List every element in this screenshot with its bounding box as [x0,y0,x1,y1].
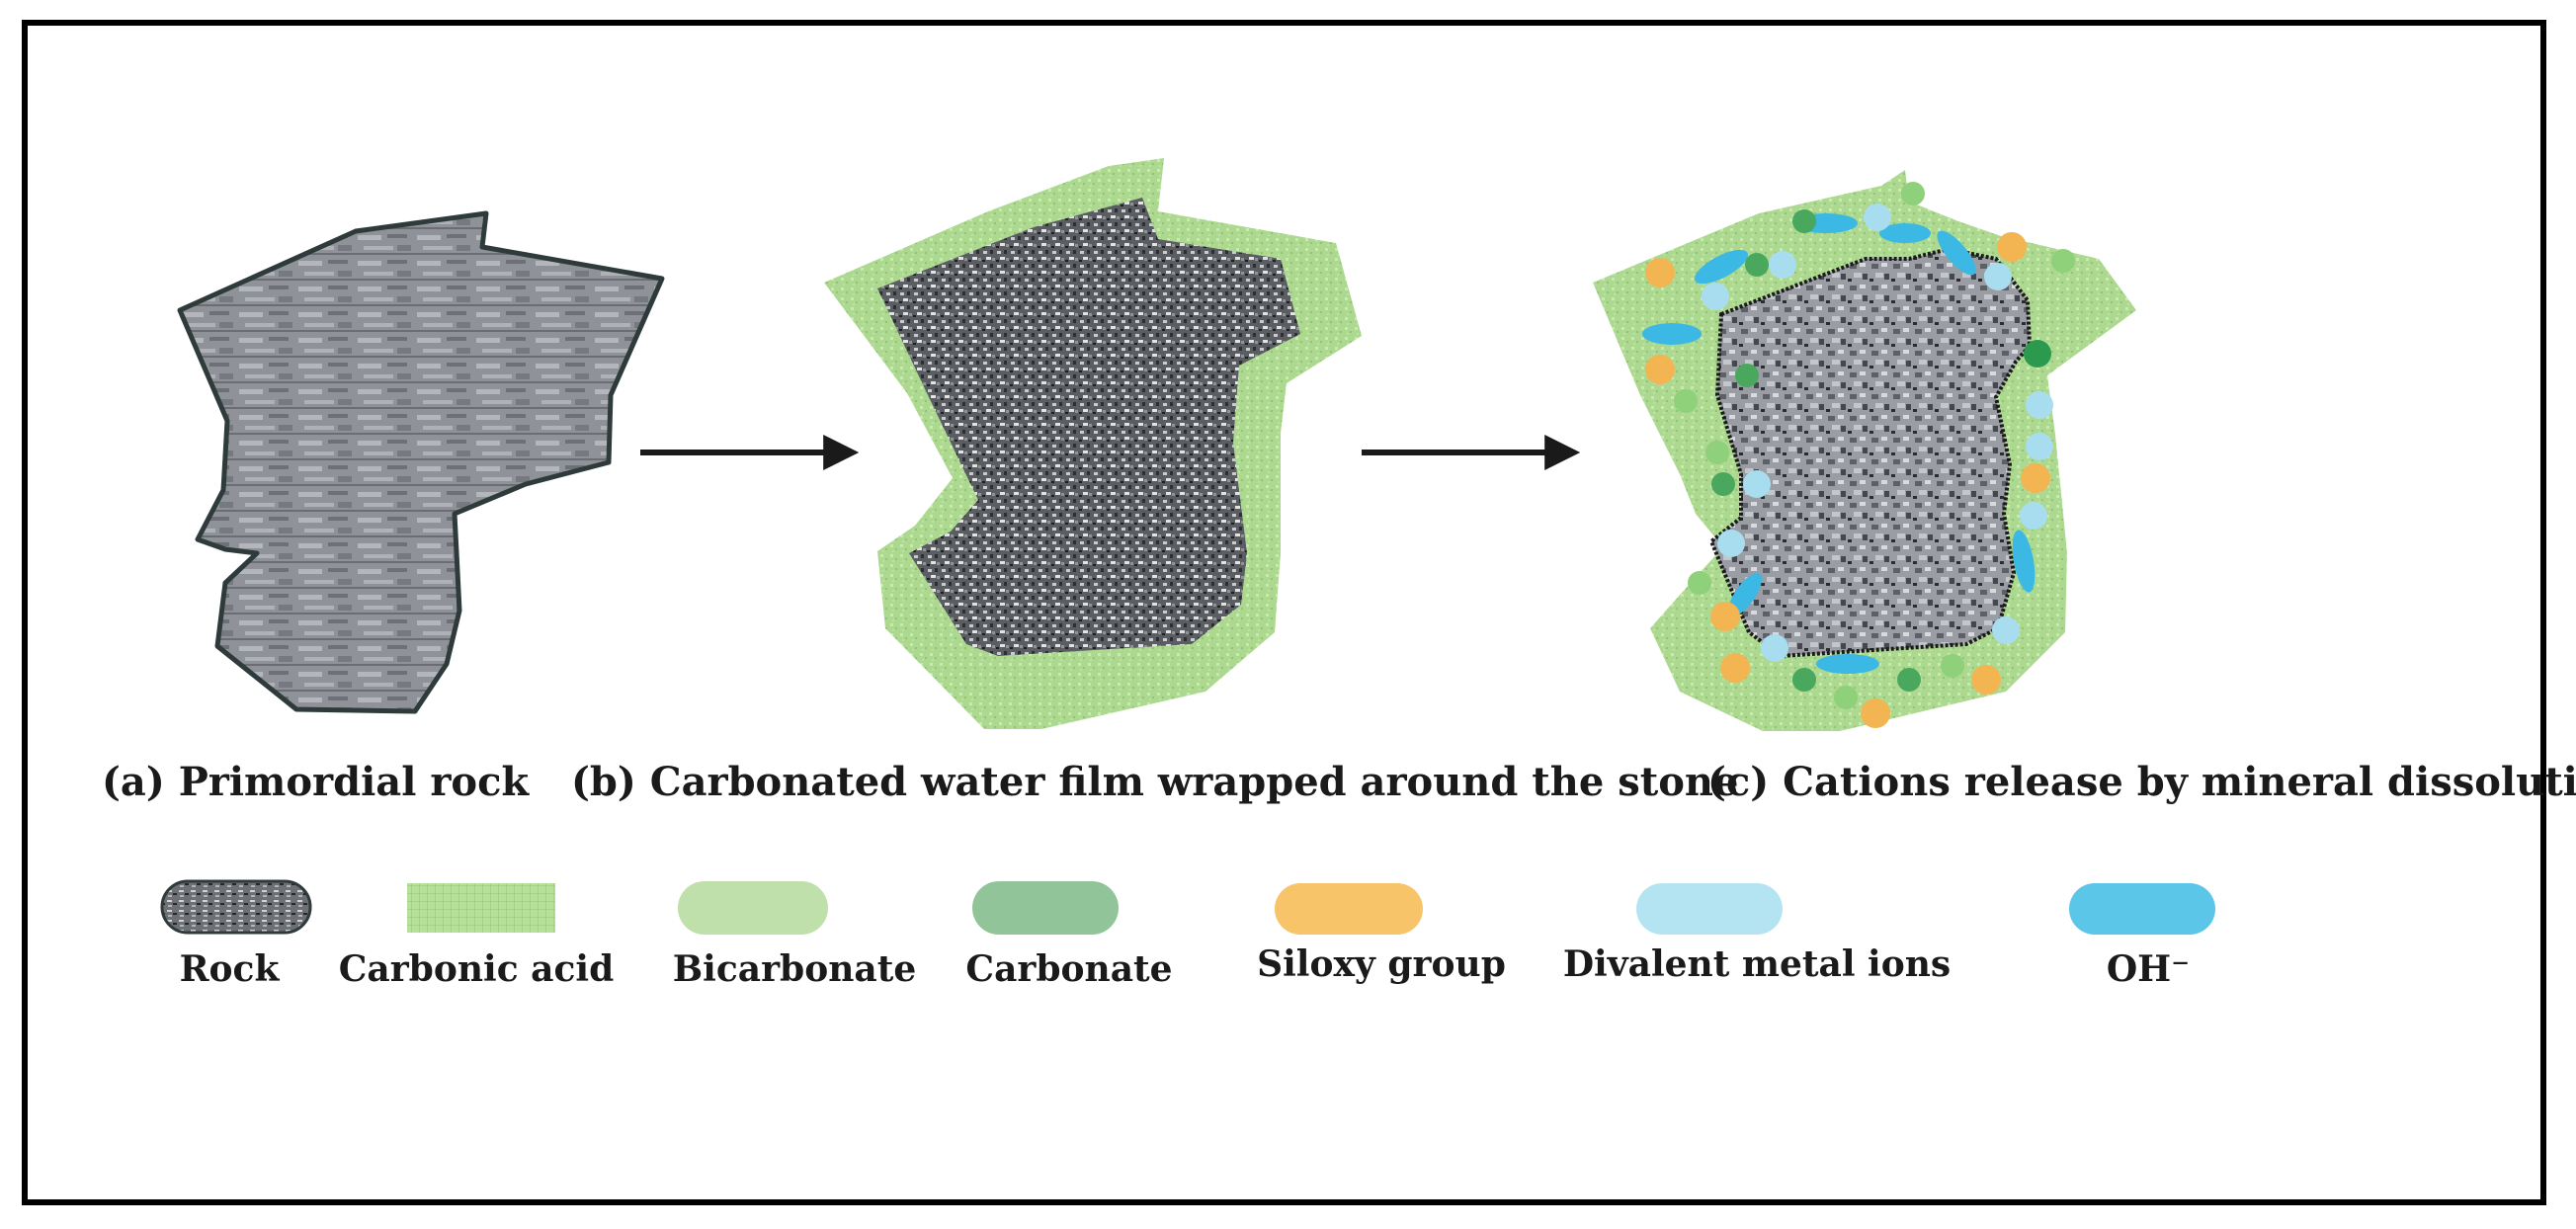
legend-swatch-oh [2069,883,2215,935]
primordial-rock-shape [177,210,665,714]
legend-label-oh: OH⁻ [2106,948,2191,990]
legend-label-bicarbonate: Bicarbonate [672,948,917,990]
legend-swatch-siloxy-group [1275,883,1423,935]
legend-swatch-rock [160,879,312,935]
rock-core-b [877,198,1300,656]
legend-label-rock: Rock [179,948,280,990]
legend-label-carbonic-acid: Carbonic acid [338,948,615,990]
caption-panel-c: (c) Cations release by mineral dissoluti… [1707,759,2576,805]
legend-swatch-bicarbonate [678,881,828,935]
legend-swatch-divalent-metal-ions [1636,883,1783,935]
legend-label-siloxy-group: Siloxy group [1257,943,1506,985]
cation-particles [1642,182,2075,728]
legend-swatch-carbonic-acid [407,883,555,933]
legend-swatch-carbonate [972,881,1119,935]
caption-panel-b: (b) Carbonated water film wrapped around… [571,759,1739,805]
legend-swatches [160,879,2215,935]
figure-frame [22,20,2546,1205]
caption-panel-a: (a) Primordial rock [102,759,530,805]
legend-label-carbonate: Carbonate [965,948,1173,990]
legend-label-divalent-metal-ions: Divalent metal ions [1562,943,1952,985]
rock-core-c [1708,246,2033,659]
